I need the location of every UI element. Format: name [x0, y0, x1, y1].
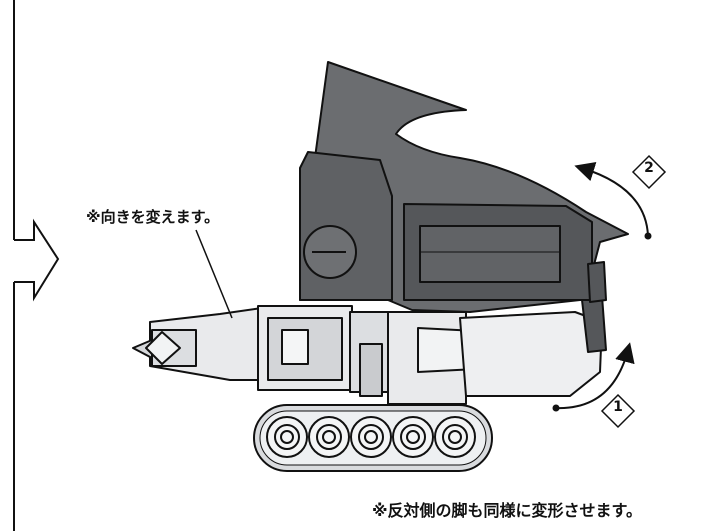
flow-arrow-icon: [13, 0, 60, 531]
diamond-marker-icon: [600, 393, 636, 429]
rotate-arrow-icon: [574, 162, 652, 240]
upper-wing-part: [299, 61, 629, 313]
step-number-2: 2: [644, 160, 654, 176]
leader-line: [195, 229, 233, 319]
turn-note: ※向きを変えます。: [86, 208, 220, 226]
track-wheels: [266, 416, 476, 458]
diamond-marker-icon: [631, 154, 667, 190]
crawler-track: [253, 404, 493, 472]
step-number-1: 1: [613, 399, 623, 415]
rotate-arrow-icon: [552, 342, 635, 412]
leg-note: ※反対側の脚も同様に変形させます。: [372, 501, 642, 520]
lower-body: [132, 295, 607, 405]
